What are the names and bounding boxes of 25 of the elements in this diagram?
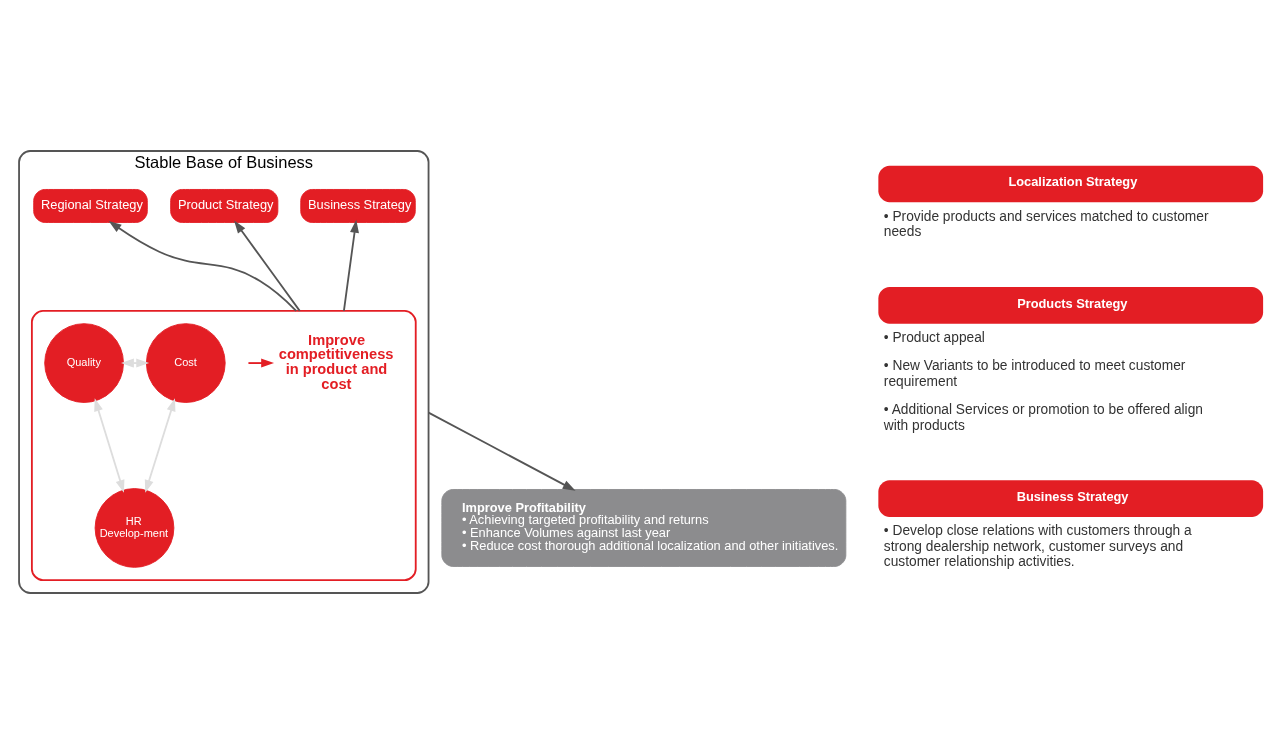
- node-label: • Provide products and services matched to customer needs: [883, 208, 1209, 240]
- node-circle: Cost: [145, 323, 226, 403]
- node-box: Business Strategy: [878, 480, 1264, 517]
- node-label: • New Variants to be introduced to meet customer requirement: [883, 358, 1186, 389]
- arrow: [121, 358, 150, 368]
- node-label: • Additional Services or promotion to be offered align with products: [883, 402, 1203, 433]
- node-box: Product Strategy: [170, 189, 279, 223]
- node-circle: HR Develop-ment: [94, 488, 175, 568]
- node-box: Products Strategy: [878, 287, 1264, 324]
- node-label: • Develop close relations with customers through a strong dealership network, customer surveys and customer relationship activities.: [883, 523, 1192, 570]
- arrow: [144, 398, 176, 493]
- arrow: [94, 398, 125, 493]
- node-label: • Product appeal: [883, 330, 985, 345]
- node-box: Improve Profitability • Achieving targeted profitability and returns • Enhance Volumes against last year • Reduce cost thorough additional localization and other initiatives.: [441, 489, 847, 567]
- node-box: Business Strategy: [300, 189, 416, 223]
- node-circle: Quality: [44, 323, 124, 403]
- cluster: [30, 309, 417, 582]
- node-text: Improve competitiveness in product and cost: [278, 331, 394, 392]
- node-box: Localization Strategy: [878, 165, 1264, 203]
- node-box: Regional Strategy: [33, 189, 148, 223]
- arrow: [343, 219, 359, 312]
- arrow: [427, 411, 576, 491]
- arrow: [247, 358, 275, 368]
- arrow: [234, 220, 301, 312]
- arrow: [108, 220, 298, 312]
